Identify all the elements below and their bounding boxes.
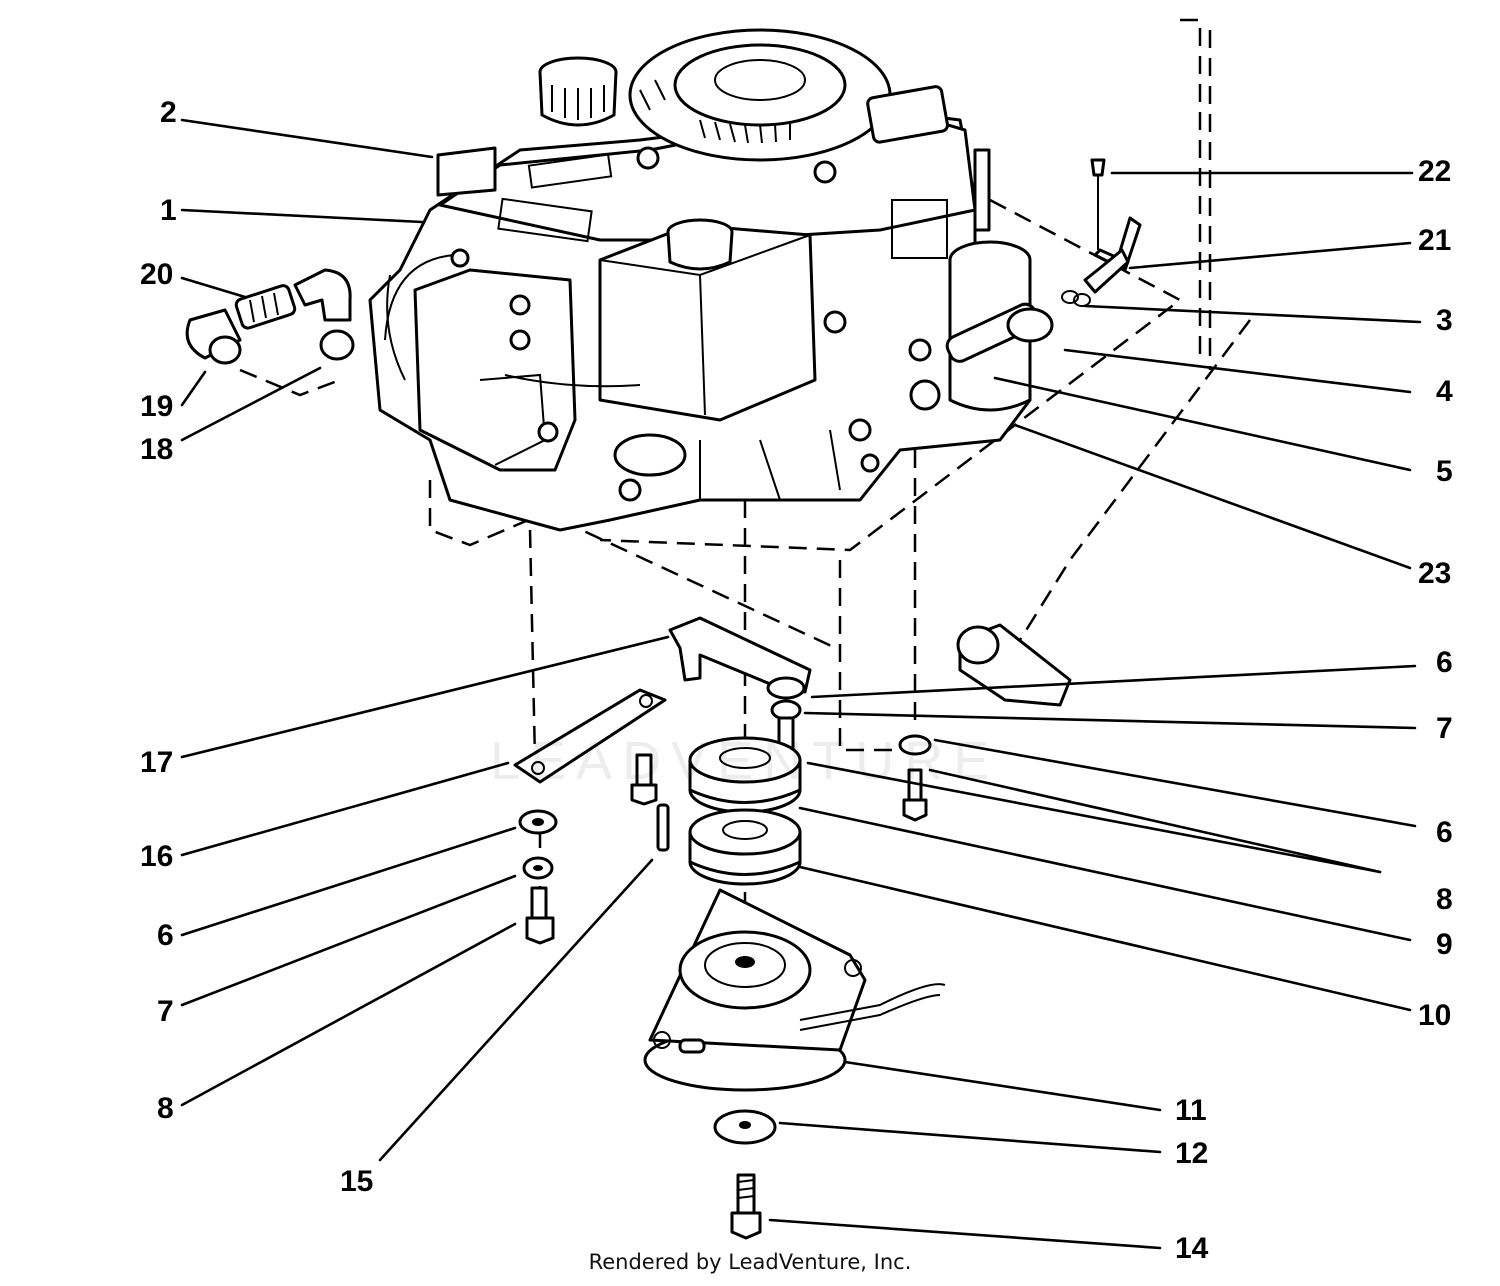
bolt-part-14	[730, 1173, 762, 1240]
callout-21: 21	[1418, 224, 1452, 257]
render-credit: Rendered by LeadVenture, Inc.	[588, 1250, 912, 1274]
callout-15: 15	[340, 1165, 374, 1198]
callout-20: 20	[140, 258, 174, 291]
callout-4: 4	[1436, 375, 1453, 408]
callout-14: 14	[1175, 1232, 1209, 1265]
callout-7-left: 7	[157, 995, 174, 1028]
clutch-part-11	[643, 888, 946, 1092]
left-hardware-stack	[518, 753, 670, 945]
callout-23: 23	[1418, 557, 1452, 590]
callout-3: 3	[1436, 304, 1453, 337]
callout-12: 12	[1175, 1137, 1209, 1170]
callout-8-right: 8	[1436, 883, 1453, 916]
callout-6-right: 6	[1436, 816, 1453, 849]
callout-2: 2	[160, 96, 177, 129]
fuel-fittings	[185, 268, 355, 397]
callout-22: 22	[1418, 155, 1452, 188]
callout-17: 17	[140, 746, 174, 779]
callout-5: 5	[1436, 455, 1453, 488]
callout-9: 9	[1436, 928, 1453, 961]
callout-19: 19	[140, 390, 174, 423]
callout-10: 10	[1418, 999, 1452, 1032]
engine-assembly	[368, 28, 1032, 532]
pulleys	[688, 736, 802, 886]
callout-1: 1	[160, 194, 177, 227]
callout-18: 18	[140, 433, 174, 466]
watermark: LEADVENTURE	[490, 731, 1000, 791]
callout-6-left: 6	[157, 919, 174, 952]
callout-6-upper: 6	[1436, 646, 1453, 679]
decal-part-2	[436, 146, 497, 197]
callout-16: 16	[140, 840, 174, 873]
callout-7-right: 7	[1436, 712, 1453, 745]
callout-11: 11	[1175, 1094, 1207, 1127]
callout-8-left: 8	[157, 1092, 174, 1125]
leader-lines	[180, 118, 1422, 1250]
plate-part-16	[513, 688, 667, 784]
bracket-part-17	[668, 616, 812, 694]
